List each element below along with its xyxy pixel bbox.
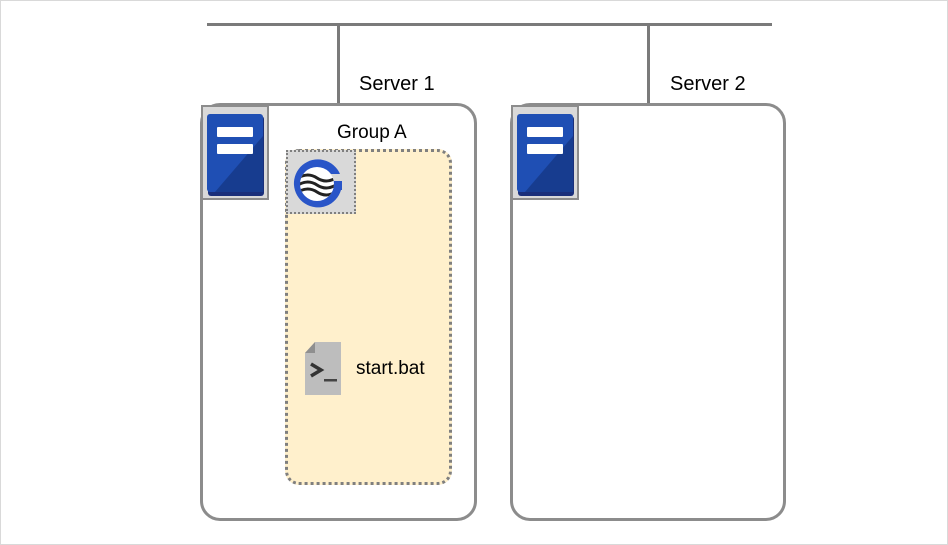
server-icon: [207, 114, 264, 196]
server-2-label: Server 2: [670, 73, 746, 95]
network-bus-line: [207, 23, 772, 26]
script-file-label: start.bat: [356, 358, 425, 379]
server-1-network-link: [337, 23, 340, 105]
server-2-icon-tile: [511, 105, 579, 200]
script-file-icon: [305, 342, 341, 395]
server-1-label: Server 1: [359, 73, 435, 95]
server-2-box: [510, 103, 786, 521]
group-resource-icon: [293, 159, 342, 208]
server-icon: [517, 114, 574, 196]
server-1-icon-tile: [201, 105, 269, 200]
group-resource-tile: [286, 150, 356, 214]
group-a-label: Group A: [337, 122, 407, 143]
server-2-network-link: [647, 23, 650, 105]
